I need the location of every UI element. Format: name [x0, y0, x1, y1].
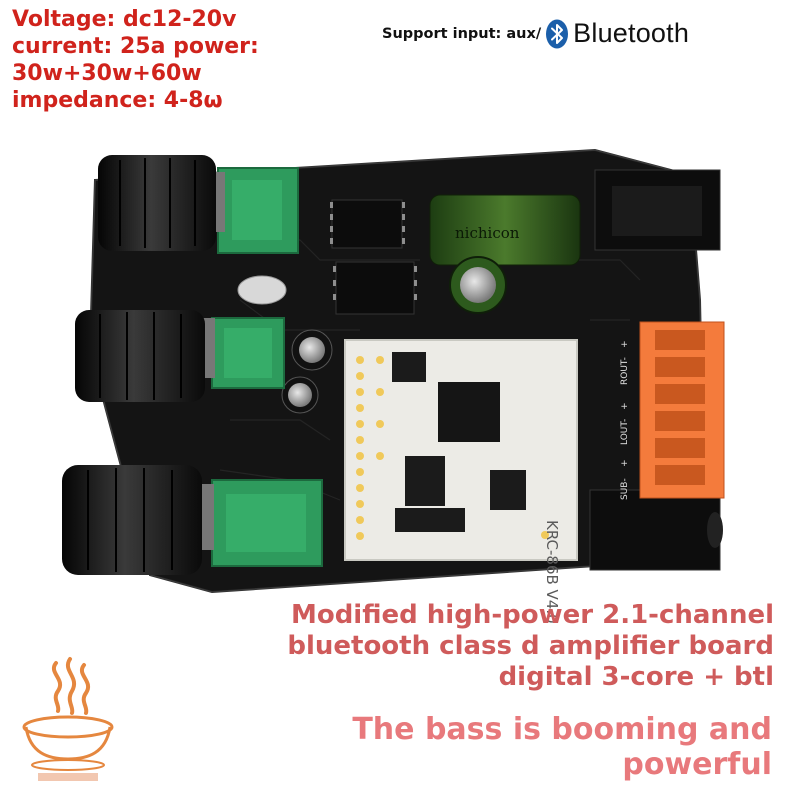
trimmer-pot-2 [211, 317, 285, 389]
knob-3 [62, 465, 214, 575]
headline-line-1: Modified high-power 2.1-channel [290, 600, 774, 630]
trimmer-pot-1 [217, 167, 299, 254]
terminal-label-rout: ROUT- [620, 357, 630, 385]
terminal-label-sub-plus: + [620, 459, 630, 467]
bluetooth-module: KRC-86B V4.0 [344, 339, 578, 624]
ic-chip-middle [335, 261, 415, 315]
headline-line-2: bluetooth class d amplifier board [287, 631, 774, 661]
spec-impedance: impedance: 4-8ω [12, 88, 223, 113]
aux-audio-jack [589, 489, 721, 571]
knob-1 [98, 155, 225, 251]
module-label: KRC-86B V4.0 [543, 520, 561, 624]
ic-chip-top [331, 199, 403, 249]
main-capacitor [429, 194, 581, 266]
brand-logo-icon [22, 657, 114, 781]
product-tagline: The bass is booming and powerful [352, 712, 772, 782]
module-main-chip [438, 382, 500, 442]
specs-block: Voltage: dc12-20v current: 25a power: 30… [12, 6, 259, 114]
led [237, 275, 287, 305]
trimmer-pot-3 [211, 479, 323, 567]
terminal-label-lout-plus: + [620, 402, 630, 410]
terminal-label-sub: SUB- [620, 478, 630, 500]
bluetooth-icon [546, 19, 569, 48]
product-headline: Modified high-power 2.1-channel bluetoot… [287, 600, 774, 693]
bluetooth-brand-text: Bluetooth [573, 18, 690, 48]
tagline-line-2: powerful [622, 747, 772, 782]
support-input-label: Support input: aux/ [382, 25, 542, 42]
tagline-line-1: The bass is booming and [352, 712, 772, 747]
capacitor-label: nichicon [455, 224, 520, 242]
terminal-label-rout-plus: + [620, 340, 630, 348]
support-input-block: Support input: aux/ Bluetooth [382, 18, 689, 49]
spec-voltage: Voltage: dc12-20v [12, 7, 237, 32]
knob-2 [75, 310, 215, 402]
spec-current-power: current: 25a power: [12, 34, 259, 59]
spec-power-values: 30w+30w+60w [12, 61, 202, 86]
speaker-terminal-block [639, 321, 725, 499]
terminal-label-lout: LOUT- [620, 419, 630, 445]
headline-line-3: digital 3-core + btl [498, 662, 774, 692]
